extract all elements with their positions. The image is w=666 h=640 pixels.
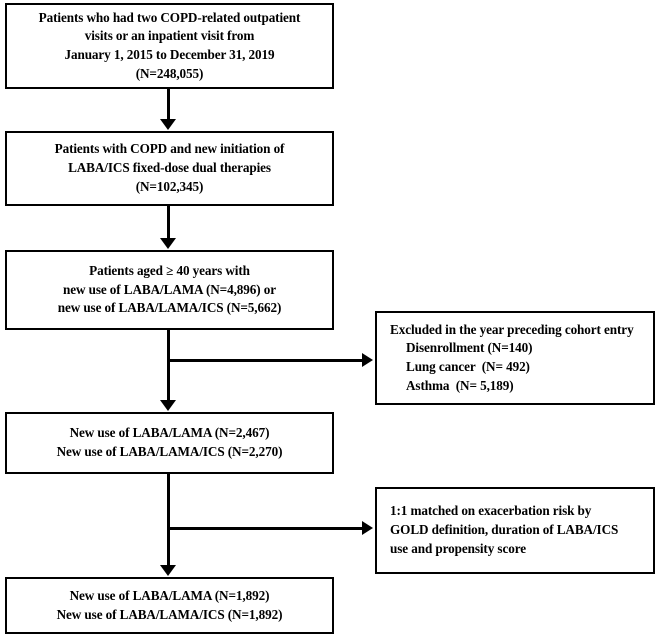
node-matching-line-2: GOLD definition, duration of LABA/ICS bbox=[390, 522, 619, 538]
node-newuse-laba-lama: New use of LABA/LAMA (N=2,467) bbox=[69, 425, 270, 441]
node-excluded-disenrollment: Disenrollment (N=140) bbox=[406, 340, 533, 356]
arrow-down-icon bbox=[160, 238, 176, 249]
node-laba-ics-initiation: Patients with COPD and new initiation of… bbox=[5, 131, 334, 206]
node-initiation-line-1: Patients with COPD and new initiation of bbox=[54, 141, 285, 157]
node-aged40-line-1: Patients aged ≥ 40 years with bbox=[89, 262, 250, 278]
node-matched-cohort: New use of LABA/LAMA (N=1,892) New use o… bbox=[5, 577, 334, 634]
connector-aged40-to-newuse bbox=[167, 330, 170, 401]
node-excluded-asthma: Asthma (N= 5,189) bbox=[406, 377, 514, 393]
arrow-down-icon bbox=[160, 565, 176, 576]
node-matching-line-3: use and propensity score bbox=[390, 540, 526, 556]
node-excluded-lung-cancer: Lung cancer (N= 492) bbox=[406, 359, 530, 374]
node-newuse-laba-lama-ics: New use of LABA/LAMA/ICS (N=2,270) bbox=[56, 444, 283, 459]
node-matching-line-1: 1:1 matched on exacerbation risk by bbox=[390, 503, 592, 519]
node-screened-line-2: visits or an inpatient visit from bbox=[84, 28, 255, 44]
node-aged40-line-2: new use of LABA/LAMA (N=4,896) or bbox=[62, 281, 276, 297]
connector-newuse-to-matched bbox=[167, 474, 170, 566]
node-matching-criteria: 1:1 matched on exacerbation risk by GOLD… bbox=[375, 487, 655, 574]
node-screened-population: Patients who had two COPD-related outpat… bbox=[5, 3, 334, 89]
arrow-down-icon bbox=[160, 400, 176, 411]
node-screened-line-3: January 1, 2015 to December 31, 2019 bbox=[64, 47, 275, 62]
node-aged-40-new-use: Patients aged ≥ 40 years with new use of… bbox=[5, 250, 334, 330]
node-screened-line-1: Patients who had two COPD-related outpat… bbox=[38, 9, 301, 25]
connector-initiation-to-aged40 bbox=[167, 206, 170, 239]
arrow-right-icon bbox=[362, 353, 373, 367]
node-excluded-heading: Excluded in the year preceding cohort en… bbox=[390, 321, 634, 337]
node-screened-count: (N=248,055) bbox=[135, 65, 204, 81]
arrow-right-icon bbox=[362, 521, 373, 535]
node-initiation-line-2: LABA/ICS fixed-dose dual therapies bbox=[68, 160, 271, 176]
node-matched-laba-lama-ics: New use of LABA/LAMA/ICS (N=1,892) bbox=[56, 606, 283, 622]
connector-newuse-to-matching bbox=[168, 527, 364, 530]
arrow-down-icon bbox=[160, 119, 176, 130]
node-new-use-cohort: New use of LABA/LAMA (N=2,467) New use o… bbox=[5, 412, 334, 474]
node-aged40-line-3: new use of LABA/LAMA/ICS (N=5,662) bbox=[57, 300, 282, 316]
node-exclusions: Excluded in the year preceding cohort en… bbox=[375, 311, 655, 405]
connector-screened-to-initiation bbox=[167, 89, 170, 120]
connector-aged40-to-excluded bbox=[168, 359, 364, 362]
node-matched-laba-lama: New use of LABA/LAMA (N=1,892) bbox=[69, 587, 270, 603]
node-initiation-count: (N=102,345) bbox=[135, 178, 204, 194]
